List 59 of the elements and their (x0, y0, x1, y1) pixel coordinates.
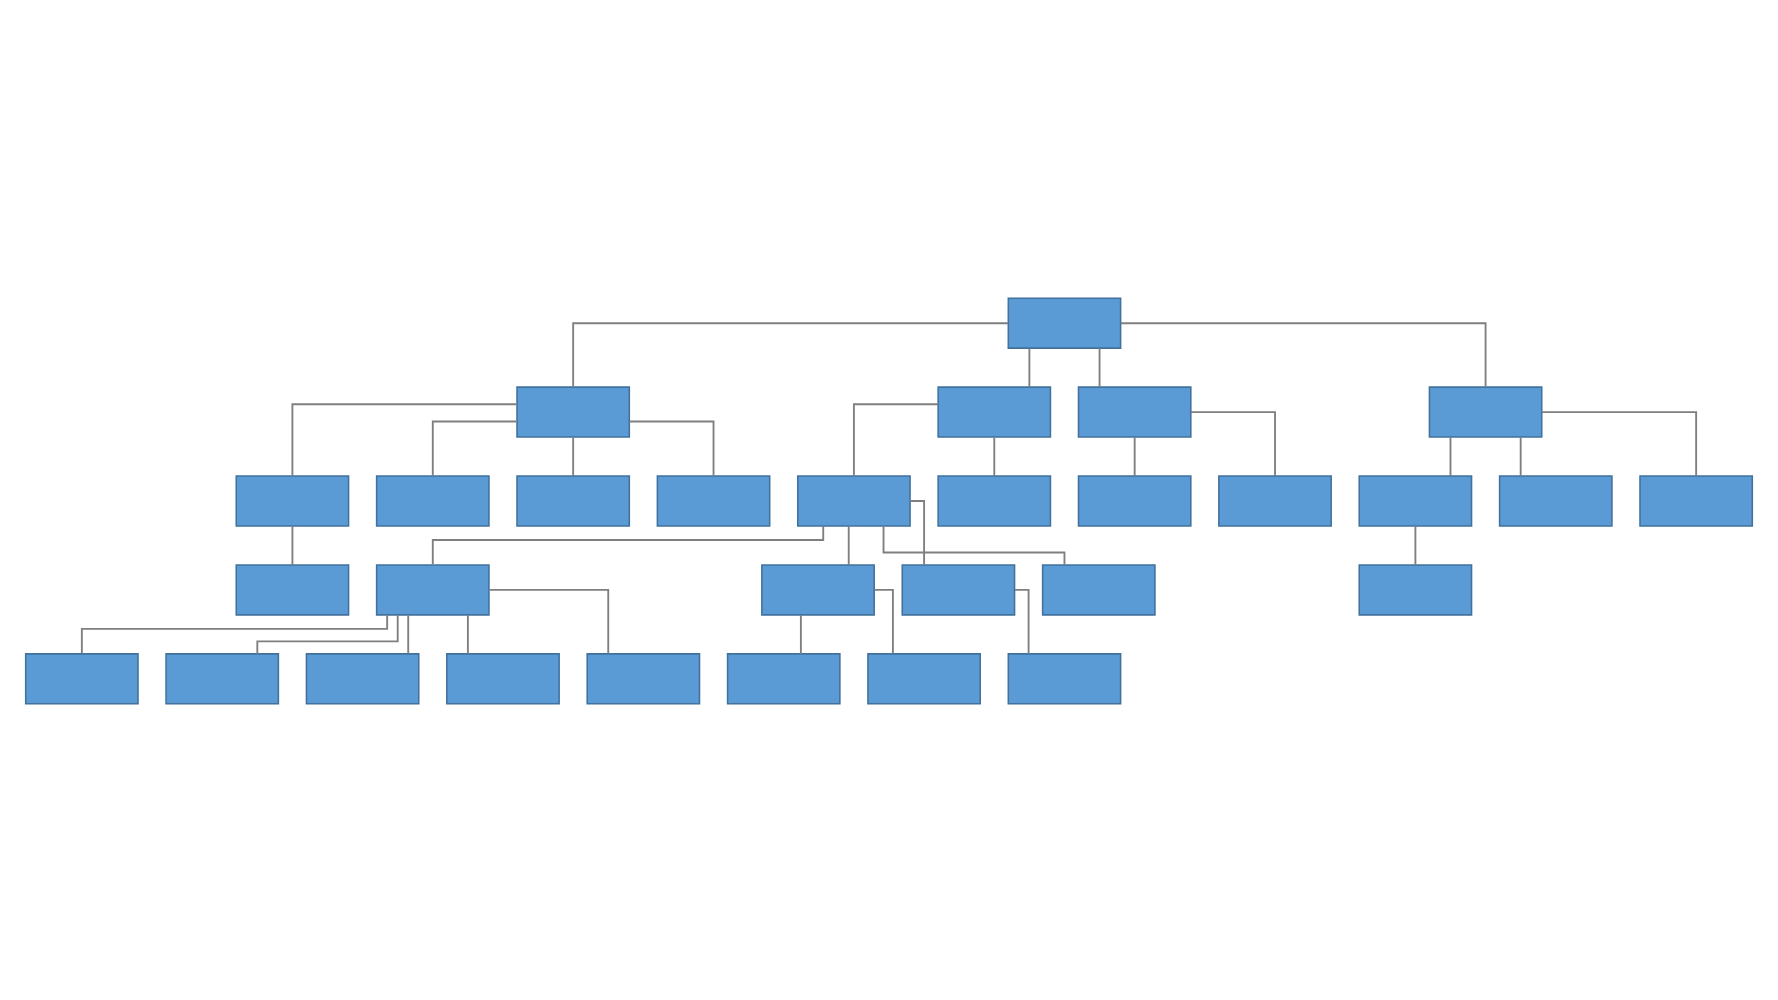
connector (572, 435, 575, 476)
connector (291, 402, 518, 476)
node-box (656, 474, 771, 526)
node-box (1358, 563, 1473, 615)
connector (873, 587, 894, 654)
node-box (375, 563, 490, 615)
connector (488, 587, 610, 654)
connector (80, 613, 389, 654)
node-box (165, 652, 280, 704)
connector (799, 613, 802, 654)
connector (1190, 410, 1276, 476)
connector (1449, 435, 1452, 476)
connector (909, 499, 926, 565)
connector (256, 613, 399, 654)
node-box (726, 652, 841, 704)
node-box (761, 563, 875, 615)
connector (1541, 410, 1698, 476)
node-box (937, 474, 1052, 526)
node-box (1358, 474, 1473, 526)
node-box (901, 563, 1016, 615)
connector (431, 524, 825, 565)
node-box (1428, 385, 1543, 437)
node-box (235, 563, 350, 615)
node-box (516, 474, 631, 526)
node-box (937, 385, 1052, 437)
node-box (516, 385, 631, 437)
connector (407, 613, 410, 654)
connector (882, 524, 1066, 565)
connector (852, 402, 939, 476)
node-box (1498, 474, 1613, 526)
node-box (1007, 652, 1122, 704)
connector (466, 613, 469, 654)
node-box (1007, 296, 1122, 348)
node-box (1639, 474, 1754, 526)
node-box (305, 652, 420, 704)
connector (1014, 587, 1030, 654)
connector (993, 435, 996, 476)
node-box (1077, 385, 1192, 437)
connector (1519, 435, 1522, 476)
connector (1098, 346, 1101, 388)
node-box (1218, 474, 1332, 526)
connector (1133, 435, 1136, 476)
node-box (375, 474, 490, 526)
node-box (235, 474, 350, 526)
connector (1028, 346, 1031, 388)
node-box (24, 652, 139, 704)
node-box (867, 652, 981, 704)
node-box (1041, 563, 1156, 615)
connector (572, 321, 1010, 387)
node-box (586, 652, 701, 704)
node-box (1077, 474, 1192, 526)
connector (291, 524, 294, 565)
connector (1119, 321, 1487, 387)
connector (847, 524, 850, 565)
connector (1414, 524, 1417, 565)
connector (628, 419, 715, 476)
node-box (797, 474, 911, 526)
node-box (446, 652, 560, 704)
connector (431, 419, 518, 476)
